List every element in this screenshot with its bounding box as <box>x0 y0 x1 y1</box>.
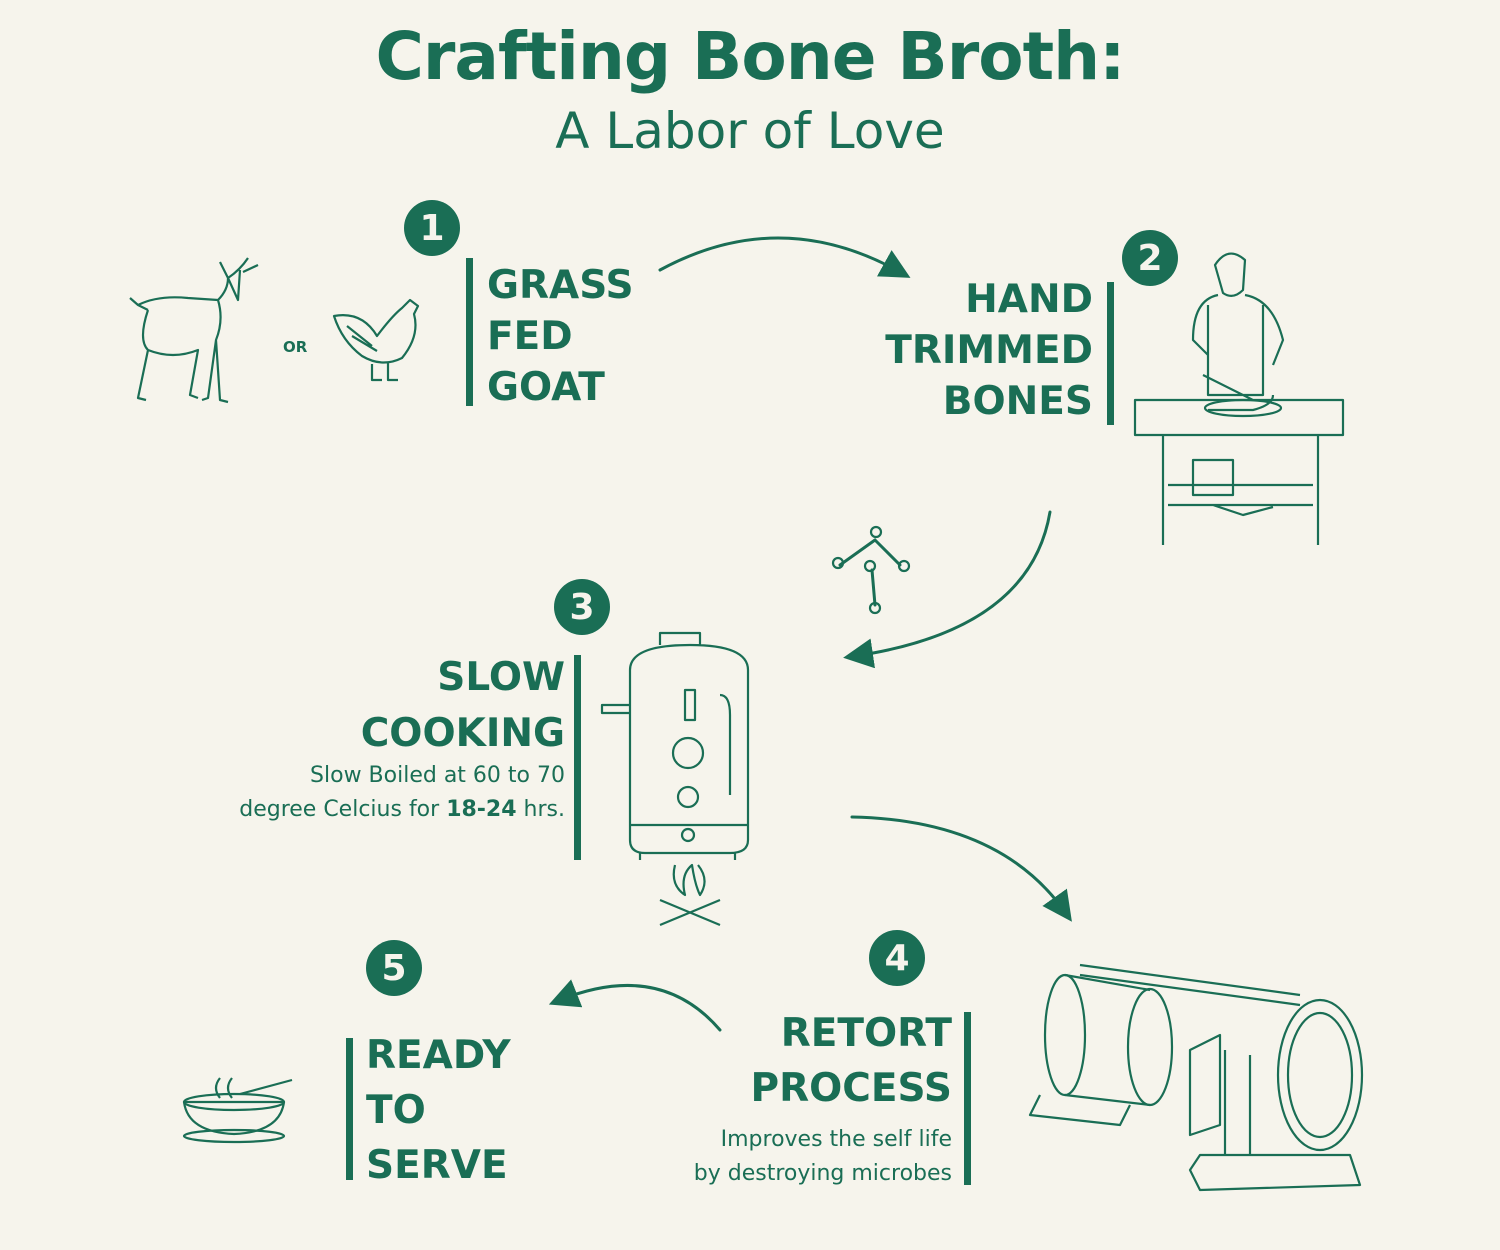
page-title: Crafting Bone Broth: <box>375 18 1125 95</box>
step-4-desc-line: by destroying microbes <box>693 1161 952 1186</box>
step-4-description: Improves the self life by destroying mic… <box>694 1123 952 1191</box>
step-2-badge: 2 <box>1122 230 1178 286</box>
step-3-desc-line: Slow Boiled at 60 to 70 <box>310 763 565 788</box>
step-4-badge: 4 <box>869 930 925 986</box>
step-3-line: COOKING <box>360 711 565 756</box>
arrow-1-to-2 <box>658 236 911 278</box>
step-1-badge: 1 <box>404 200 460 256</box>
butcher-at-table-icon <box>1133 252 1345 545</box>
step-1-bar <box>466 258 473 406</box>
step-2-line: HAND <box>965 277 1093 322</box>
desc-duration: 18-24 <box>446 797 517 822</box>
step-1-line: GRASS <box>487 263 634 308</box>
step-5-line: SERVE <box>366 1143 508 1188</box>
arrow-4-to-5 <box>548 979 722 1032</box>
cooking-vessel-icon <box>600 631 750 927</box>
step-5-line: TO <box>366 1088 426 1133</box>
step-4-bar <box>964 1012 971 1185</box>
step-5-bar <box>346 1038 353 1180</box>
step-3-desc-line: degree Celcius for 18-24 hrs. <box>239 793 565 827</box>
step-1-line: GOAT <box>487 365 605 410</box>
step-5-line: READY <box>366 1033 511 1078</box>
step-3-description: Slow Boiled at 60 to 70 degree Celcius f… <box>239 759 565 827</box>
arrow-3-to-4 <box>850 815 1072 922</box>
desc-text: degree Celcius for <box>239 797 447 822</box>
step-2-line: BONES <box>942 379 1093 424</box>
step-5-badge: 5 <box>366 940 422 996</box>
step-2-bar <box>1107 282 1114 425</box>
step-3-heading: SLOW COOKING <box>361 650 565 762</box>
step-3-line: SLOW <box>437 655 565 700</box>
retort-machine-icon <box>1028 963 1364 1192</box>
step-4-heading: RETORT PROCESS <box>751 1006 952 1116</box>
step-4-desc-line: Improves the self life <box>720 1127 952 1152</box>
step-2-heading: HAND TRIMMED BONES <box>885 274 1093 427</box>
step-1-heading: GRASS FED GOAT <box>487 260 634 413</box>
desc-text: hrs. <box>516 797 565 822</box>
step-4-line: PROCESS <box>750 1066 952 1111</box>
or-label: OR <box>283 338 308 356</box>
chicken-icon <box>332 298 420 382</box>
page-subtitle: A Labor of Love <box>555 102 945 160</box>
step-2-line: TRIMMED <box>885 328 1093 373</box>
bones-icon <box>831 525 911 615</box>
arrow-2-to-3 <box>843 510 1052 669</box>
step-5-heading: READY TO SERVE <box>366 1028 511 1193</box>
goat-icon <box>129 257 259 404</box>
step-3-badge: 3 <box>554 579 610 635</box>
soup-bowl-icon <box>182 1077 293 1144</box>
step-3-bar <box>574 655 581 860</box>
step-1-line: FED <box>487 314 573 359</box>
step-4-line: RETORT <box>780 1011 952 1056</box>
